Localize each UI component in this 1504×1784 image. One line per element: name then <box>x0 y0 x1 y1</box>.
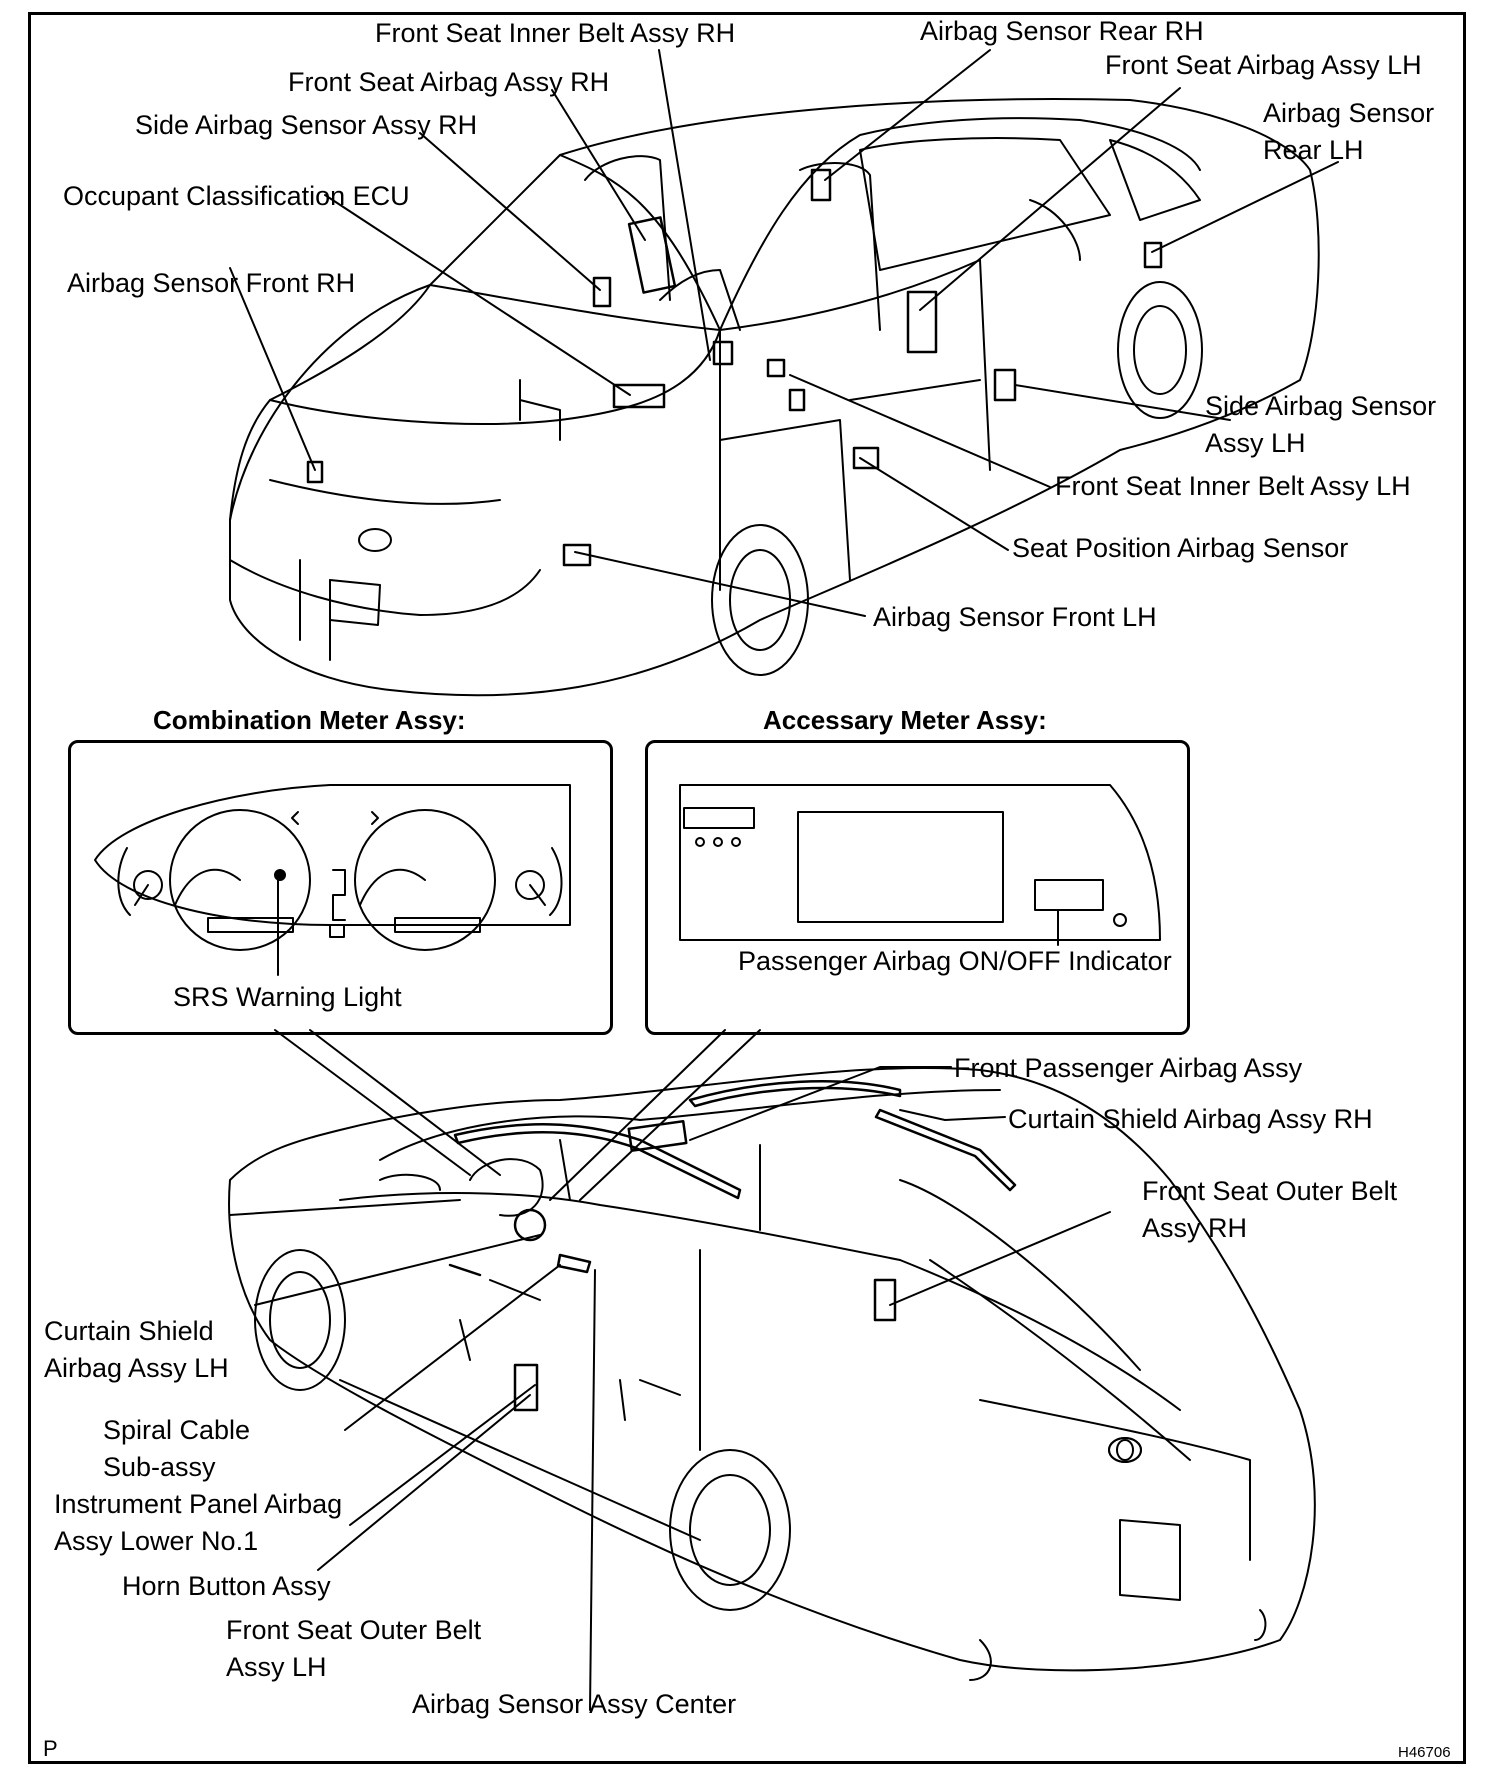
label-front-seat-inner-belt-rh: Front Seat Inner Belt Assy RH <box>375 18 736 48</box>
label-front-seat-outer-belt-rh: Front Seat Outer Belt Assy RH <box>1142 1173 1397 1247</box>
diagram-frame <box>28 12 1466 1764</box>
label-occupant-classification-ecu: Occupant Classification ECU <box>63 181 410 211</box>
toyota-emblem <box>1108 1437 1142 1463</box>
label-airbag-sensor-rear-rh: Airbag Sensor Rear RH <box>920 16 1204 46</box>
top-leader-lines <box>229 49 1339 617</box>
accessary-meter-heading: Accessary Meter Assy: <box>763 705 1047 735</box>
label-spiral-cable: Spiral Cable Sub-assy <box>103 1412 250 1486</box>
label-side-airbag-sensor-lh-line1: Side Airbag Sensor <box>1205 391 1437 421</box>
label-airbag-sensor-rear-lh-line1: Airbag Sensor <box>1263 98 1435 128</box>
top-car-drawing <box>229 98 1320 697</box>
label-front-seat-airbag-rh: Front Seat Airbag Assy RH <box>288 67 610 97</box>
label-srs-warning-light: SRS Warning Light <box>173 982 402 1012</box>
label-airbag-sensor-rear-lh-line2: Rear LH <box>1263 135 1364 165</box>
label-seat-position-airbag-sensor: Seat Position Airbag Sensor <box>1012 533 1349 563</box>
label-curtain-shield-lh: Curtain Shield Airbag Assy LH <box>44 1313 229 1387</box>
top-car-components <box>306 168 1163 567</box>
label-airbag-sensor-center: Airbag Sensor Assy Center <box>412 1689 737 1719</box>
label-airbag-sensor-rear-lh: Airbag Sensor Rear LH <box>1263 95 1434 169</box>
combination-meter-drawing <box>94 784 571 976</box>
label-front-seat-inner-belt-lh: Front Seat Inner Belt Assy LH <box>1055 471 1411 501</box>
accessary-meter-drawing <box>679 784 1161 946</box>
label-front-seat-outer-belt-rh-line2: Assy RH <box>1142 1213 1248 1243</box>
combination-meter-heading: Combination Meter Assy: <box>153 705 466 735</box>
label-front-seat-outer-belt-lh-line1: Front Seat Outer Belt <box>226 1615 482 1645</box>
label-instrument-panel-airbag-line1: Instrument Panel Airbag <box>54 1489 343 1519</box>
label-front-seat-outer-belt-rh-line1: Front Seat Outer Belt <box>1142 1176 1398 1206</box>
bottom-car-components <box>448 1080 1017 1412</box>
bottom-leader-lines <box>229 1029 1111 1711</box>
label-front-passenger-airbag: Front Passenger Airbag Assy <box>954 1053 1303 1083</box>
label-front-seat-outer-belt-lh-line2: Assy LH <box>226 1652 327 1682</box>
label-curtain-shield-lh-line1: Curtain Shield <box>44 1316 214 1346</box>
accessary-meter-box <box>645 740 1190 1035</box>
label-spiral-cable-line1: Spiral Cable <box>103 1415 251 1445</box>
label-front-seat-airbag-lh: Front Seat Airbag Assy LH <box>1105 50 1422 80</box>
combination-meter-box <box>68 740 613 1035</box>
label-horn-button: Horn Button Assy <box>122 1571 331 1601</box>
label-curtain-shield-rh: Curtain Shield Airbag Assy RH <box>1008 1104 1373 1134</box>
bottom-car-drawing <box>228 1066 1316 1681</box>
corner-mark: P <box>43 1736 58 1761</box>
label-passenger-airbag-indicator: Passenger Airbag ON/OFF Indicator <box>738 946 1172 976</box>
label-front-seat-outer-belt-lh: Front Seat Outer Belt Assy LH <box>226 1612 481 1686</box>
label-side-airbag-sensor-lh: Side Airbag Sensor Assy LH <box>1205 388 1436 462</box>
drawing-code: H46706 <box>1398 1744 1451 1761</box>
label-curtain-shield-lh-line2: Airbag Assy LH <box>44 1353 229 1383</box>
label-instrument-panel-airbag: Instrument Panel Airbag Assy Lower No.1 <box>54 1486 342 1560</box>
label-airbag-sensor-front-lh: Airbag Sensor Front LH <box>873 602 1157 632</box>
label-spiral-cable-line2: Sub-assy <box>103 1452 216 1482</box>
label-instrument-panel-airbag-line2: Assy Lower No.1 <box>54 1526 259 1556</box>
label-side-airbag-sensor-lh-line2: Assy LH <box>1205 428 1306 458</box>
label-airbag-sensor-front-rh: Airbag Sensor Front RH <box>67 268 356 298</box>
label-side-airbag-sensor-rh: Side Airbag Sensor Assy RH <box>135 110 478 140</box>
